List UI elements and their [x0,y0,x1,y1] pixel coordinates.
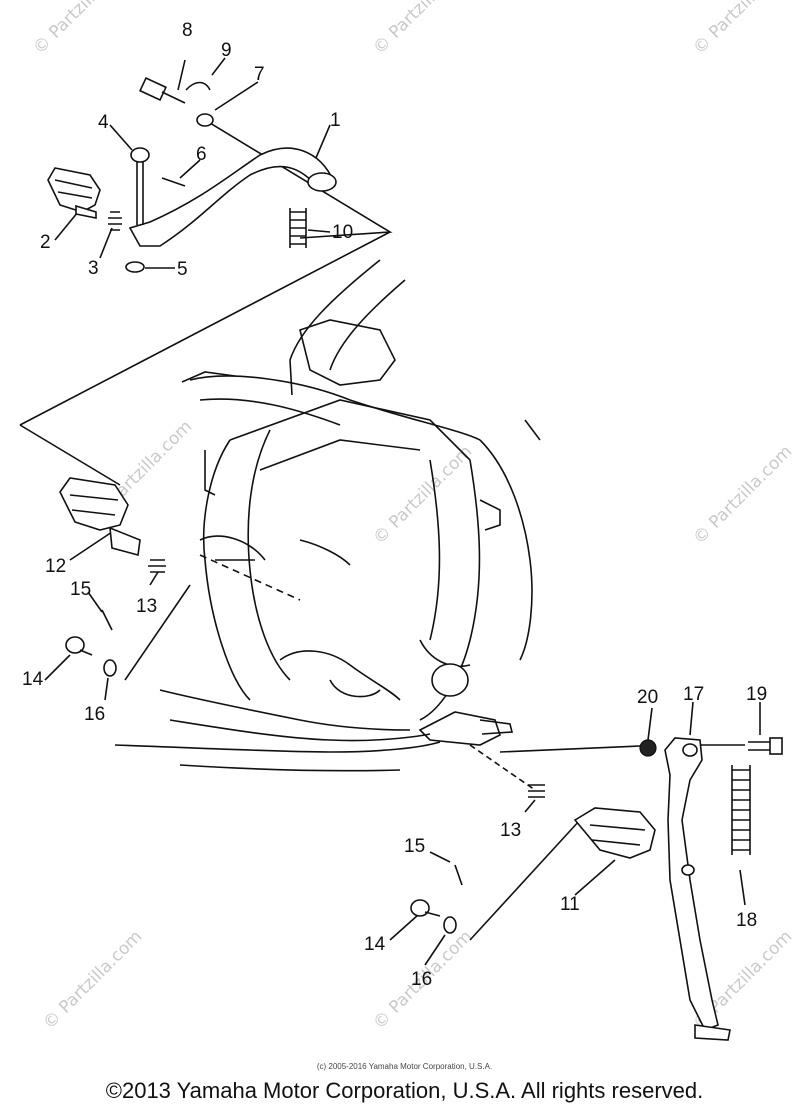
callout-2: 2 [40,232,51,253]
callout-10: 10 [332,222,353,243]
parts [47,76,783,1041]
callout-8: 8 [182,20,193,41]
callout-labels: 1 2 3 4 5 6 7 8 9 10 11 12 13 13 14 14 1… [22,20,767,990]
bolt-19 [748,737,783,755]
callout-12: 12 [45,556,66,577]
spring-18 [731,765,751,855]
callout-3: 3 [88,258,99,279]
callout-5: 5 [177,259,188,280]
pin-15-left [101,609,113,631]
nut-20 [639,739,657,757]
shift-pedal [128,147,337,247]
callout-15-left: 15 [70,579,91,600]
clip-9 [185,81,211,91]
watermark: © Partzilla.com [369,0,476,59]
bolt-8 [139,76,186,104]
callout-18: 18 [736,910,757,931]
washer-7 [196,113,214,127]
washer-5 [125,261,145,273]
callout-16-left: 16 [84,704,105,725]
spring-3 [108,211,122,231]
washer-16-left [103,659,117,677]
callout-14-left: 14 [22,669,44,690]
callout-1: 1 [330,110,341,131]
callout-7: 7 [254,64,265,85]
pin-15-right [454,864,463,886]
bolt-14-left [65,636,93,656]
spring-13-right [528,784,545,798]
callout-13-left: 13 [136,596,157,617]
callout-16-right: 16 [411,969,432,990]
callout-9: 9 [221,40,232,61]
watermark: © Partzilla.com [689,442,796,549]
bolt-14-right [410,899,441,917]
washer-16-right [443,916,457,934]
callout-17: 17 [683,684,704,705]
spring-10 [289,208,307,248]
callout-15-right: 15 [404,836,425,857]
motorcycle-frame [19,231,541,772]
callout-14-right: 14 [364,934,386,955]
watermark: © Partzilla.com [689,0,796,59]
footrest-right-11 [573,807,656,859]
watermark: © Partzilla.com [39,927,146,1034]
callout-4: 4 [98,112,109,133]
callout-13-right: 13 [500,820,521,841]
pin-4 [130,147,150,225]
copyright-small: (c) 2005-2016 Yamaha Motor Corporation, … [316,1062,493,1071]
spring-13-left [148,559,166,573]
callout-11: 11 [560,894,580,915]
sidestand-17 [664,737,731,1041]
footrest-upper [47,167,101,219]
watermark: © Partzilla.com [369,442,476,549]
callout-19: 19 [746,684,767,705]
callout-6: 6 [196,144,207,165]
watermark: © Partzilla.com [29,0,136,59]
spring-6 [161,177,186,187]
footrest-left-12 [59,477,141,557]
callout-20: 20 [637,687,658,708]
copyright-main: ©2013 Yamaha Motor Corporation, U.S.A. A… [105,1078,704,1103]
